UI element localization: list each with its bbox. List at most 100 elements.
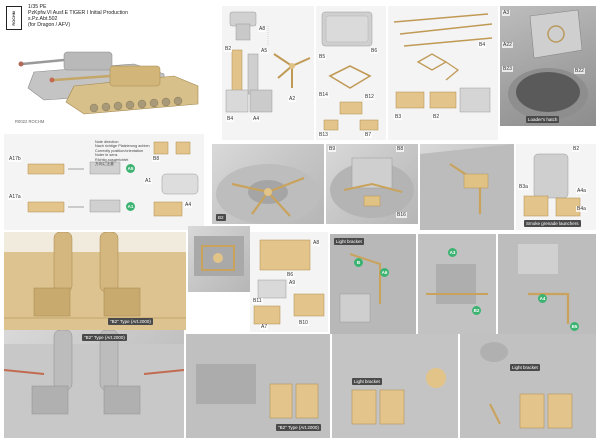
front-detail-photo: A3 B2: [418, 234, 496, 334]
hatch-caption: Loader's hatch: [526, 116, 560, 123]
tank-illustration: [18, 51, 199, 115]
engine-deck-photo: B9 B8 B16: [326, 144, 418, 224]
hull-rear-grey-drawing: [4, 330, 184, 438]
fender-drawing: [194, 236, 244, 276]
part-label: B8: [152, 156, 161, 162]
orientation-note: Note direction Nach richtige Platzierung…: [95, 140, 150, 167]
part-label: B2: [224, 46, 233, 52]
step2-drawing: [27, 141, 199, 217]
bottom-photo-3: Light bracket: [460, 334, 596, 438]
front-hull-photo: B A6 Light bracket: [330, 234, 416, 334]
bottom-photo-1: "B2" Type (Art.2000): [186, 334, 330, 438]
front-hull-drawing: [330, 234, 416, 334]
hatch-panel: A3 A22 B23 B22 Loader's hatch: [500, 6, 596, 126]
step-badge: B: [354, 258, 363, 267]
photo-caption: Light bracket: [334, 238, 364, 245]
part-label: B3: [394, 114, 403, 120]
part-label: A4a: [576, 188, 587, 194]
part-label: B3a: [518, 184, 529, 190]
part-label: B22: [574, 68, 585, 74]
bottom-photo-1-drawing: [186, 334, 330, 438]
part-label: A7: [260, 324, 269, 330]
part-label: B5: [318, 54, 327, 60]
part-label: B2: [572, 146, 581, 152]
part-label: A22: [502, 42, 513, 48]
part-label: A5: [260, 48, 269, 54]
brand-logo: ROCHM: [6, 6, 22, 30]
fender-parts-panel: A8 A9 B10 B11 A7 B6: [250, 232, 328, 332]
step-badge: A5: [126, 164, 135, 173]
part-label: A3: [502, 10, 511, 16]
part-label: B6: [286, 272, 295, 278]
hull-rear-brass-render: "B2" Type (Art.2000): [4, 232, 186, 330]
part-label: A17b: [8, 156, 22, 162]
step-badge: A3: [448, 248, 457, 257]
part-label: B10: [298, 320, 309, 326]
part-label: B16: [396, 212, 407, 218]
step-badge: B5: [570, 322, 579, 331]
kit-label: (for Dragon / AFV): [28, 22, 71, 28]
step1-parts-drawing: [225, 11, 311, 113]
part-label: B14: [318, 92, 329, 98]
side-detail-photo: A4 B5: [498, 234, 596, 334]
launcher-caption: Smoke grenade launchers: [524, 220, 581, 227]
type-caption: "B2" Type (Art.2000): [82, 334, 127, 341]
bottom-photo-2: Light bracket: [332, 334, 458, 438]
type-caption: "B2" Type (Art.2000): [108, 318, 153, 325]
part-label: B9: [328, 146, 337, 152]
part-label: B7: [364, 132, 373, 138]
engine-deck-drawing: [330, 157, 414, 218]
turret-roof-drawing: [216, 164, 320, 224]
photo-caption: B2: [216, 214, 226, 221]
part-label: B23: [502, 66, 513, 72]
part-label: A9: [288, 280, 297, 286]
fender-parts-drawing: [253, 239, 325, 325]
turret-roof-photo: B2: [212, 144, 324, 224]
product-code: R0022 ROCHM: [15, 119, 45, 124]
hull-rear-grey-render: "B2" Type (Art.2000): [4, 330, 184, 438]
photo-caption: "B2" Type (Art.2000): [276, 424, 321, 431]
part-label: B4a: [576, 206, 587, 212]
box-parts-drawing: [393, 13, 493, 113]
part-label: B13: [318, 132, 329, 138]
step-badge: A4: [538, 294, 547, 303]
model-title: PzKpfw.VI Ausf.E TIGER I Initial Product…: [28, 10, 128, 16]
part-label: B6: [370, 48, 379, 54]
front-detail-drawing: [418, 234, 496, 334]
box-parts-panel: B4 B3 B2: [388, 6, 498, 140]
turret-parts-panel: B6 B5 B14 B12 B13 B7: [316, 6, 386, 140]
part-label: A4: [184, 202, 193, 208]
part-label: B12: [364, 94, 375, 100]
part-label: B11: [252, 298, 263, 304]
title-block: 1/35 PE PzKpfw.VI Ausf.E TIGER I Initial…: [28, 4, 128, 28]
scale-label: 1/35 PE: [28, 4, 47, 10]
photo-caption: Light bracket: [510, 364, 540, 371]
hero-tank-render: [14, 30, 200, 116]
step-badge: B2: [472, 306, 481, 315]
unit-label: s.Pz.Abt.502: [28, 16, 58, 22]
step2-panel: Note direction Nach richtige Platzierung…: [4, 134, 204, 230]
rear-hull-drawing: [420, 144, 514, 230]
rear-hull-photo: [420, 144, 514, 230]
bottom-photo-3-drawing: [460, 334, 596, 438]
fender-photo: [188, 226, 250, 292]
part-label: A4: [252, 116, 261, 122]
part-label: B4: [226, 116, 235, 122]
step1-panel: A8 B2 A5 B4 A4 A2: [222, 6, 314, 140]
part-label: B4: [478, 42, 487, 48]
step-badge: A6: [380, 268, 389, 277]
part-label: A8: [258, 26, 267, 32]
step-badge: A1: [126, 202, 135, 211]
bottom-photo-2-drawing: [332, 334, 458, 438]
hull-rear-drawing: [4, 232, 186, 330]
hatch-drawing: [508, 9, 588, 120]
part-label: A2: [288, 96, 297, 102]
part-label: A17a: [8, 194, 22, 200]
smoke-launcher-panel: B2 B3a A4a B4a Smoke grenade launchers: [516, 144, 596, 230]
part-label: A1: [144, 178, 153, 184]
side-detail-drawing: [498, 234, 596, 334]
part-label: A8: [312, 240, 321, 246]
photo-caption: Light bracket: [352, 378, 382, 385]
smoke-launcher-drawing: [523, 153, 581, 217]
part-label: B8: [396, 146, 405, 152]
